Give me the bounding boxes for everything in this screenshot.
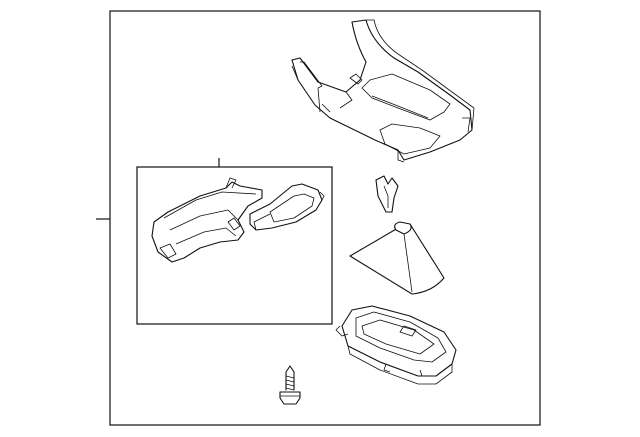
cup-holder-assembly [151,177,263,263]
cup-holder-insert [249,183,325,231]
storage-tray [335,305,457,385]
subassembly-box [136,158,333,325]
screw [279,365,301,405]
shift-boot [349,221,445,295]
diagram-frame [96,10,541,426]
clip [375,175,399,213]
console-panel [291,19,475,163]
